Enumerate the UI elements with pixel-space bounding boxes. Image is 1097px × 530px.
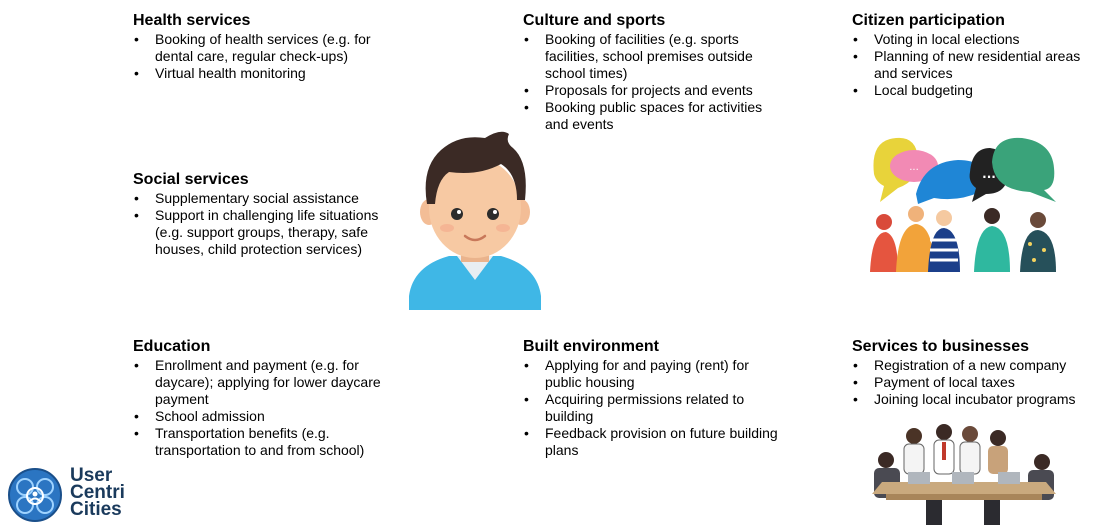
logo-line: User	[70, 465, 113, 486]
business-meeting-icon	[866, 422, 1062, 525]
category-education: Education Enrollment and payment (e.g. f…	[133, 338, 388, 459]
list-item: Planning of new residential areas and se…	[852, 48, 1097, 82]
list-item: Voting in local elections	[852, 31, 1097, 48]
list-item: School admission	[133, 408, 388, 425]
speech-bubbles-people-icon: ... ...	[868, 132, 1060, 272]
category-health-services: Health services Booking of health servic…	[133, 12, 383, 82]
category-citizen-participation: Citizen participation Voting in local el…	[852, 12, 1097, 99]
category-title: Health services	[133, 12, 251, 29]
category-social-services: Social services Supplementary social ass…	[133, 171, 383, 258]
category-list: Enrollment and payment (e.g. for daycare…	[133, 357, 388, 459]
category-title: Education	[133, 338, 211, 355]
list-item: Support in challenging life situations (…	[133, 207, 383, 258]
list-item: Proposals for projects and events	[523, 82, 783, 99]
usercentricities-logo: User Centri Cities	[7, 465, 137, 523]
logo-wordmark: User Centri Cities	[70, 465, 125, 520]
category-culture-and-sports: Culture and sports Booking of facilities…	[523, 12, 783, 133]
list-item: Booking of health services (e.g. for den…	[133, 31, 383, 65]
category-list: Applying for and paying (rent) for publi…	[523, 357, 778, 459]
category-title: Services to businesses	[852, 338, 1029, 355]
citizen-avatar-icon	[405, 128, 545, 310]
category-list: Booking of facilities (e.g. sports facil…	[523, 31, 783, 133]
list-item: Transportation benefits (e.g. transporta…	[133, 425, 388, 459]
category-list: Supplementary social assistance Support …	[133, 190, 383, 258]
logo-line: Centri	[70, 482, 125, 503]
list-item: Enrollment and payment (e.g. for daycare…	[133, 357, 388, 408]
list-item: Virtual health monitoring	[133, 65, 383, 82]
category-title: Citizen participation	[852, 12, 1005, 29]
category-services-to-businesses: Services to businesses Registration of a…	[852, 338, 1097, 408]
category-title: Culture and sports	[523, 12, 666, 29]
list-item: Feedback provision on future building pl…	[523, 425, 778, 459]
bubble-dots: ...	[982, 167, 996, 181]
bubble-dots: ...	[909, 162, 919, 173]
list-item: Local budgeting	[852, 82, 1097, 99]
list-item: Joining local incubator programs	[852, 391, 1097, 408]
list-item: Supplementary social assistance	[133, 190, 383, 207]
list-item: Booking public spaces for activities and…	[523, 99, 783, 133]
category-built-environment: Built environment Applying for and payin…	[523, 338, 778, 459]
category-title: Social services	[133, 171, 249, 188]
category-list: Booking of health services (e.g. for den…	[133, 31, 383, 82]
logo-line: Cities	[70, 499, 122, 520]
list-item: Acquiring permissions related to buildin…	[523, 391, 778, 425]
list-item: Booking of facilities (e.g. sports facil…	[523, 31, 783, 82]
category-list: Registration of a new company Payment of…	[852, 357, 1097, 408]
category-title: Built environment	[523, 338, 660, 355]
usercentricities-logo-icon	[8, 468, 62, 522]
list-item: Registration of a new company	[852, 357, 1097, 374]
category-list: Voting in local elections Planning of ne…	[852, 31, 1097, 99]
list-item: Applying for and paying (rent) for publi…	[523, 357, 778, 391]
list-item: Payment of local taxes	[852, 374, 1097, 391]
